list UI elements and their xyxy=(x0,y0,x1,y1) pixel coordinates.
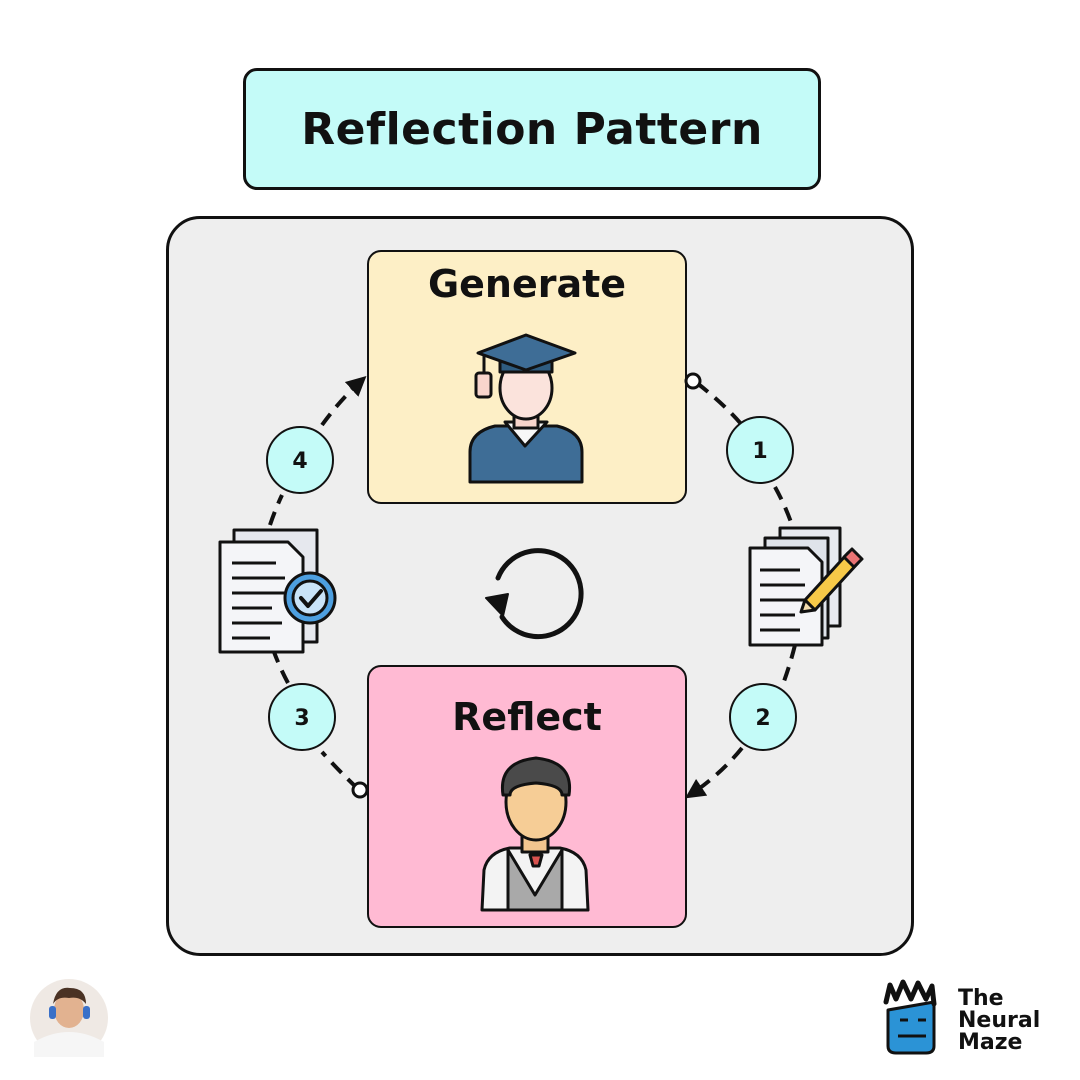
step-number-4: 4 xyxy=(292,449,307,474)
generate-label: Generate xyxy=(427,262,627,306)
document-edit-icon xyxy=(748,526,864,647)
step-number-2: 2 xyxy=(755,706,770,731)
step-number-3: 3 xyxy=(294,706,309,731)
step-circle-3: 3 xyxy=(268,683,336,751)
brand-name-line-3: Maze xyxy=(958,1030,1023,1055)
step-circle-1: 1 xyxy=(726,416,794,484)
connector-generate-to-1 xyxy=(695,381,744,427)
connector-1-to-doc xyxy=(773,486,794,526)
brand-name-line-2: Neural xyxy=(958,1008,1041,1033)
connector-3-to-doc xyxy=(272,651,290,684)
refresh-cycle-icon xyxy=(485,548,584,640)
connector-reflect-to-3 xyxy=(320,750,360,791)
step-circle-2: 2 xyxy=(729,683,797,751)
connector-start-dot-reflect xyxy=(351,781,369,799)
connector-2-to-reflect xyxy=(685,746,744,799)
document-approved-icon xyxy=(218,528,337,654)
connector-start-dot-generate xyxy=(684,372,702,390)
title-box: Reflection Pattern xyxy=(243,68,821,190)
page-title: Reflection Pattern xyxy=(301,103,763,155)
connector-4-to-generate xyxy=(320,375,367,427)
step-circle-4: 4 xyxy=(266,426,334,494)
step-number-1: 1 xyxy=(752,439,767,464)
avatar xyxy=(30,979,108,1057)
connector-doc-to-2 xyxy=(781,644,797,685)
student-icon xyxy=(480,756,590,912)
reflect-label: Reflect xyxy=(452,695,602,739)
brand-logo-icon xyxy=(883,979,937,1055)
connector-doc-to-4 xyxy=(268,494,284,526)
graduate-student-icon xyxy=(468,333,584,484)
brand-name-line-1: The xyxy=(958,986,1004,1011)
